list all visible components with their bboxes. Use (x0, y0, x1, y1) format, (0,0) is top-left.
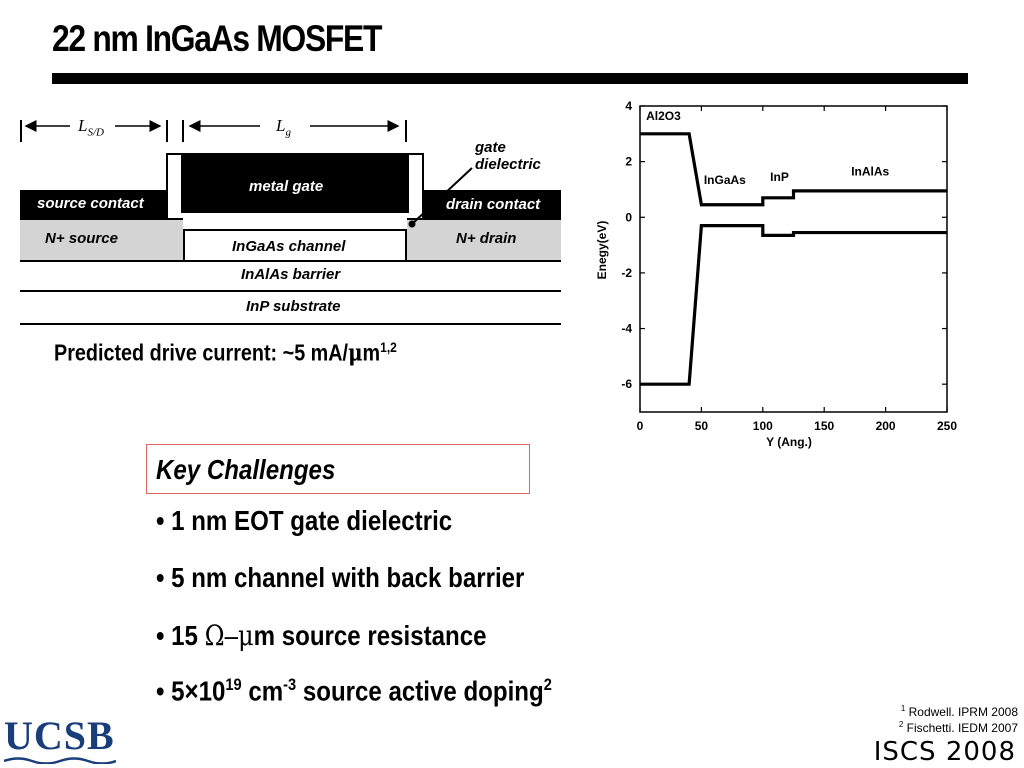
gate-dielectric-label: gate dielectric (475, 139, 541, 173)
n-source-region (20, 218, 183, 262)
ucsb-logo-wave (4, 757, 116, 764)
region-label-inp: InP (770, 170, 789, 184)
y-axis-label: Enegy(eV) (595, 221, 609, 280)
drain-contact-label: drain contact (446, 196, 541, 213)
y-tick-label: 2 (625, 155, 632, 169)
region-label-ingaas: InGaAs (704, 173, 746, 187)
drain-contact-block (424, 190, 561, 218)
dim-tick-mid-right (182, 120, 184, 142)
dim-tick-mid-left (166, 120, 168, 142)
lsd-label: LS/D (78, 116, 104, 139)
channel-region (183, 231, 407, 262)
n-drain-label: N+ drain (456, 230, 517, 247)
dimension-arrows (24, 120, 400, 132)
dim-tick-right (405, 120, 407, 142)
channel-label: InGaAs channel (232, 238, 346, 255)
source-contact-label: source contact (37, 195, 144, 212)
drive-current-text: Predicted drive current: ~5 mA/μm1,2 (54, 339, 397, 367)
x-tick-label: 200 (876, 419, 896, 433)
bullet-channel: • 5 nm channel with back barrier (156, 562, 525, 593)
x-tick-label: 150 (814, 419, 834, 433)
region-label-al2o3: Al2O3 (646, 109, 681, 123)
barrier-bottom-line (20, 290, 561, 292)
y-tick-label: -2 (621, 266, 632, 280)
title-underline (52, 73, 968, 84)
key-challenges-heading: Key Challenges (156, 454, 336, 485)
x-tick-label: 50 (695, 419, 709, 433)
bullet-eot: • 1 nm EOT gate dielectric (156, 505, 453, 536)
key-challenges-box (146, 444, 530, 494)
x-tick-label: 100 (753, 419, 773, 433)
bullet-resistance: • 15 Ω–μm source resistance (156, 619, 487, 652)
y-tick-label: -6 (621, 377, 632, 391)
source-contact-block (20, 190, 166, 218)
y-tick-label: 4 (625, 99, 632, 113)
chart-ticks: 0 50 100 150 200 250 4 2 0 -2 -4 -6 (621, 99, 957, 433)
chart-lines (640, 132, 947, 386)
n-source-label: N+ source (45, 230, 118, 247)
x-tick-label: 0 (637, 419, 644, 433)
lg-label: Lg (276, 116, 291, 139)
valence-band-line (640, 224, 947, 386)
substrate-label: InP substrate (246, 298, 341, 315)
metal-gate-block (181, 155, 409, 213)
slide-title: 22 nm InGaAs MOSFET (52, 18, 382, 59)
metal-gate-label: metal gate (249, 178, 324, 195)
bullet-doping: • 5×1019 cm-3 source active doping2 (156, 675, 552, 707)
plot-frame (639, 105, 948, 413)
y-tick-label: 0 (625, 210, 632, 224)
n-drain-region (407, 218, 561, 262)
substrate-bottom-line (20, 323, 561, 325)
dim-tick-left (20, 120, 22, 142)
gate-dielectric-pointer (408, 167, 473, 228)
conference-footer: ISCS 2008 (873, 737, 1016, 767)
conduction-band-line (640, 132, 947, 207)
region-label-inalas: InAlAs (851, 165, 889, 179)
reference-2: 2 Fischetti. IEDM 2007 (898, 720, 1018, 735)
chart-axes (639, 105, 948, 413)
x-axis-label: Y (Ang.) (766, 435, 812, 449)
reference-1: 1 Rodwell. IPRM 2008 (900, 704, 1018, 719)
x-tick-label: 250 (937, 419, 957, 433)
ucsb-logo: UCSB (4, 713, 115, 758)
y-tick-label: -4 (621, 322, 632, 336)
barrier-label: InAlAs barrier (241, 266, 341, 283)
